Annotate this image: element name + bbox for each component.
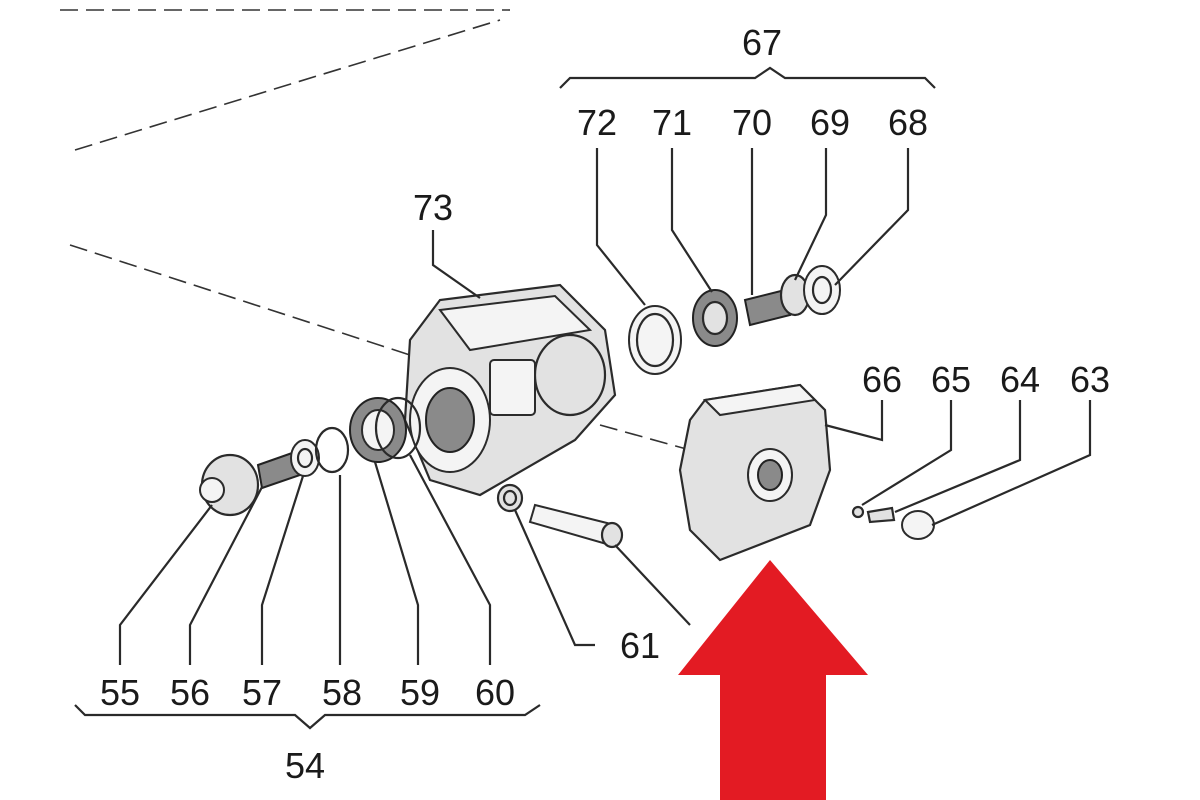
callout-73: 73 (413, 187, 453, 228)
group-bracket-67 (559, 66, 936, 89)
callout-64: 64 (1000, 359, 1040, 400)
screw-65 (851, 505, 865, 519)
leader-lines (118, 148, 1092, 665)
callout-60: 60 (475, 672, 515, 713)
callout-59: 59 (400, 672, 440, 713)
nut-61 (496, 483, 524, 513)
callout-54: 54 (285, 745, 325, 786)
callout-65: 65 (931, 359, 971, 400)
washer-68 (803, 265, 841, 315)
spring-70 (743, 288, 792, 327)
seal-60 (374, 396, 422, 460)
ring-58 (314, 426, 350, 474)
red-arrow-indicator (678, 560, 868, 800)
callout-69: 69 (810, 102, 850, 143)
callout-72: 72 (577, 102, 617, 143)
group-bracket-54 (74, 704, 541, 730)
callout-66: 66 (862, 359, 902, 400)
dashed-reference-lines (60, 9, 691, 451)
callout-57: 57 (242, 672, 282, 713)
gear-71 (692, 289, 738, 347)
cover-66 (678, 383, 832, 562)
bearing-57 (290, 439, 320, 477)
shaft-61 (528, 503, 624, 549)
cap-63 (901, 510, 935, 540)
callout-63: 63 (1070, 359, 1110, 400)
callout-61: 61 (620, 625, 660, 666)
gear-55 (199, 453, 260, 517)
callout-labels: 67 72 71 70 69 68 73 66 65 64 63 61 55 5… (100, 22, 1110, 786)
seal-59 (349, 397, 407, 463)
callout-68: 68 (888, 102, 928, 143)
callout-67: 67 (742, 22, 782, 63)
callout-58: 58 (322, 672, 362, 713)
callout-71: 71 (652, 102, 692, 143)
pin-64 (866, 506, 896, 524)
callout-55: 55 (100, 672, 140, 713)
callout-70: 70 (732, 102, 772, 143)
gear-housing-73 (403, 283, 617, 497)
callout-56: 56 (170, 672, 210, 713)
retaining-ring-72 (628, 305, 682, 375)
